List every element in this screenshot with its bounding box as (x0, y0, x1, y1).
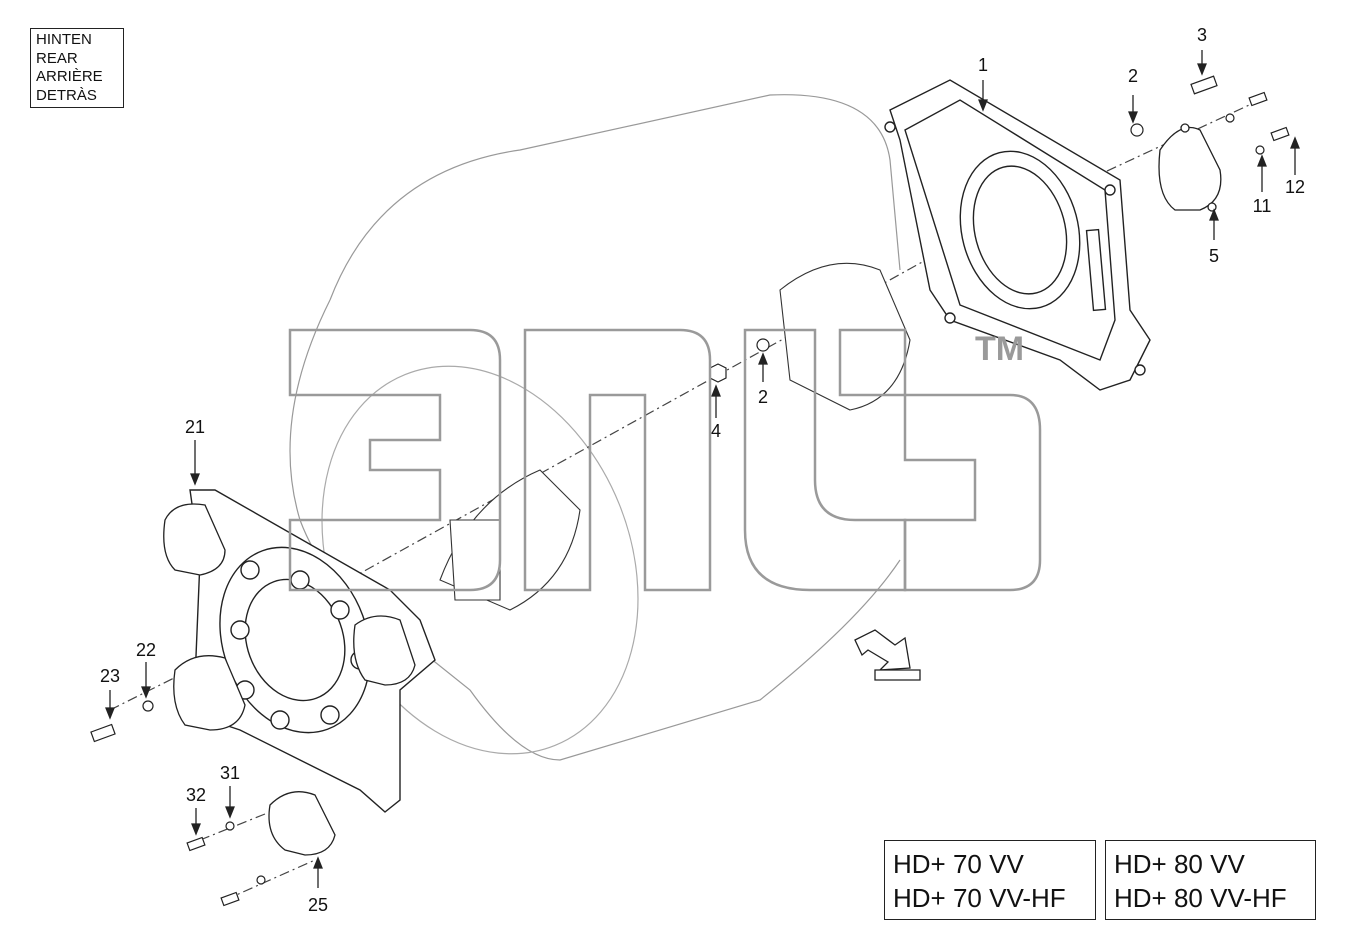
callout-12: 12 (1285, 177, 1305, 197)
callout-21: 21 (185, 417, 205, 437)
callout-3: 3 (1197, 25, 1207, 45)
watermark-logo: TM (288, 328, 1042, 592)
callout-2-lower: 2 (758, 387, 768, 407)
direction-label-fr: ARRIÈRE (36, 68, 103, 85)
callout-4: 4 (711, 421, 721, 441)
callout-2-upper: 2 (1128, 66, 1138, 86)
watermark-tm: TM (975, 330, 1024, 368)
direction-label-de: HINTEN (36, 31, 92, 48)
callout-22: 22 (136, 640, 156, 660)
direction-label-es: DETRÀS (36, 86, 97, 104)
model-box-70: HD+ 70 VV HD+ 70 VV-HF (884, 840, 1096, 920)
fasteners (90, 75, 1290, 907)
model-box-80: HD+ 80 VV HD+ 80 VV-HF (1105, 840, 1316, 920)
model-70-vv: HD+ 70 VV (893, 849, 1024, 879)
leader-lines (105, 50, 1300, 888)
callout-1: 1 (978, 55, 988, 75)
callout-31: 31 (220, 763, 240, 783)
bearing-caps-left (163, 503, 416, 856)
model-80-vv: HD+ 80 VV (1114, 849, 1245, 879)
callout-11: 11 (1253, 196, 1272, 216)
direction-label-box: HINTEN REAR ARRIÈRE DETRÀS (30, 28, 124, 108)
callout-32: 32 (186, 785, 206, 805)
callout-5: 5 (1209, 246, 1219, 266)
bearing-cap-right (1158, 123, 1222, 212)
callout-labels: 1 2 3 12 11 5 2 4 21 22 23 31 32 25 (100, 25, 1305, 915)
direction-arrow-icon (854, 629, 921, 681)
model-80-vv-hf: HD+ 80 VV-HF (1114, 883, 1287, 913)
model-70-vv-hf: HD+ 70 VV-HF (893, 883, 1066, 913)
drive-hub (439, 262, 911, 611)
callout-25: 25 (308, 895, 328, 915)
callout-23: 23 (100, 666, 120, 686)
direction-label-en: REAR (36, 49, 78, 67)
mounting-plate-left (189, 489, 436, 813)
mounting-plate-right (884, 79, 1151, 391)
